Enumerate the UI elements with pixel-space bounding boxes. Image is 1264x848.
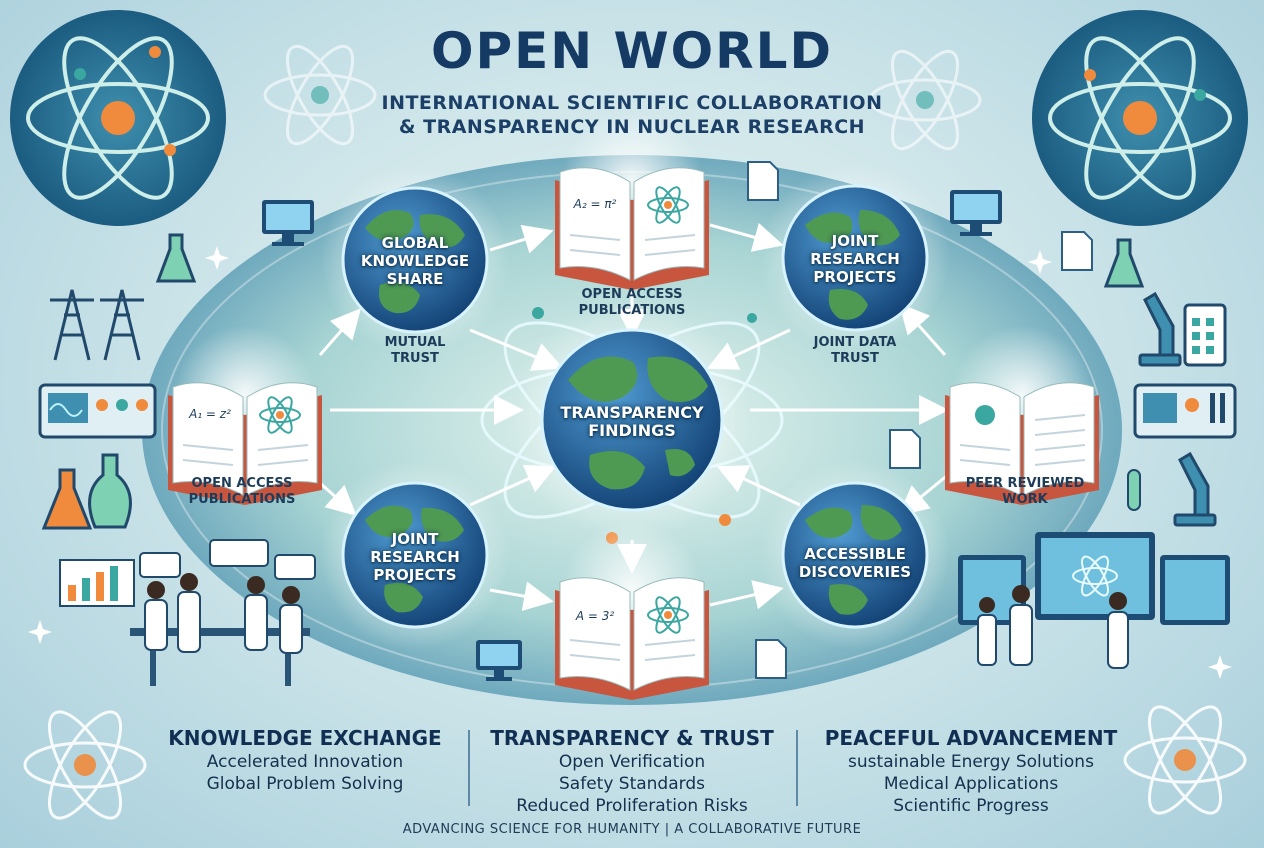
column-heading-transparency-trust: TRANSPARENCY & TRUST: [490, 726, 774, 750]
book-top: [555, 110, 709, 290]
document-icon: [747, 161, 1093, 679]
column-item: Scientific Progress: [893, 796, 1049, 816]
footer-tagline: ADVANCING SCIENCE FOR HUMANITY | A COLLA…: [402, 822, 862, 837]
page-title: OPEN WORLD: [430, 22, 834, 80]
column-divider: [468, 730, 470, 806]
column-item: Medical Applications: [883, 774, 1059, 794]
globe-joint-research-top: [760, 163, 950, 353]
control-panel-icon: [38, 383, 157, 439]
atom-faint-left: [263, 44, 377, 146]
globe-joint-research-bottom: [320, 460, 510, 650]
instrument-panel-icon: [1133, 383, 1237, 439]
globe-transparency-findings: [512, 300, 752, 540]
atom-corner-bottom-left: [23, 710, 147, 820]
atom-corner-top-left: [10, 10, 226, 226]
column-divider: [796, 730, 798, 806]
book-left: [168, 325, 322, 505]
atom-corner-top-right: [1032, 10, 1248, 226]
microscope-icon: [1138, 291, 1217, 527]
book-formula-top: A₂ = π²: [573, 197, 617, 211]
atom-faint-right: [868, 49, 982, 151]
flask-icon: [41, 233, 197, 530]
scientists-meeting-illustration: [130, 573, 310, 686]
book-bottom: [555, 520, 709, 700]
column-item: Safety Standards: [559, 774, 705, 794]
bar-chart-icon: [59, 559, 135, 607]
monitor-icon-left: [262, 200, 314, 246]
scientists-display-illustration: [958, 532, 1230, 669]
column-item: Accelerated Innovation: [206, 752, 404, 772]
column-item: Reduced Proliferation Risks: [516, 796, 748, 816]
page-subtitle-line1: INTERNATIONAL SCIENTIFIC COLLABORATION: [381, 92, 883, 114]
test-tube-icon: [1103, 238, 1145, 511]
book-right: [945, 325, 1099, 505]
column-heading-knowledge-exchange: KNOWLEDGE EXCHANGE: [168, 726, 442, 750]
monitor-icon-bottom: [476, 640, 522, 681]
speech-bubble-icon: [139, 539, 316, 580]
book-formula-bottom: A = 3²: [575, 609, 615, 623]
column-heading-peaceful-advancement: PEACEFUL ADVANCEMENT: [824, 726, 1118, 750]
power-tower-icon: [50, 289, 144, 361]
monitor-icon-right: [950, 190, 1002, 236]
column-item: Global Problem Solving: [206, 774, 404, 794]
book-formula-left: A₁ = z²: [189, 407, 231, 421]
column-item: sustainable Energy Solutions: [848, 752, 1094, 772]
atom-corner-bottom-right: [1123, 705, 1247, 815]
sparkle-icon: [28, 246, 1232, 679]
page-subtitle-line2: & TRANSPARENCY IN NUCLEAR RESEARCH: [398, 116, 866, 138]
column-item: Open Verification: [558, 752, 706, 772]
globe-accessible-discoveries: [760, 460, 950, 650]
clipboard-icon: [1183, 303, 1227, 367]
globe-global-knowledge-share: [320, 165, 510, 355]
